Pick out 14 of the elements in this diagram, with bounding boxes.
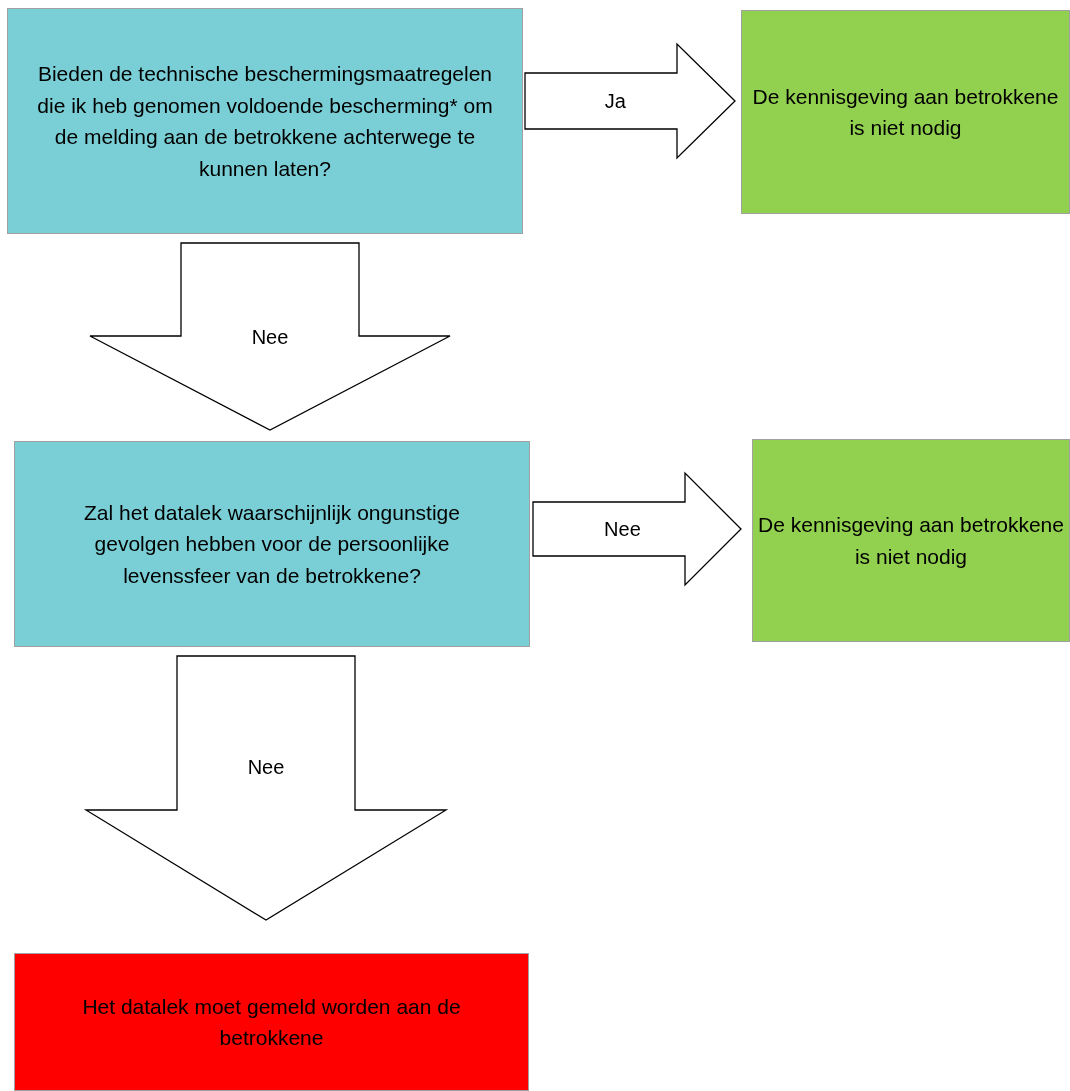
node-text: Bieden de technische beschermingsmaatregelen die ik heb genomen voldoende bescherming* om de melding aan de betrokkene achterwege te kunnen laten? bbox=[36, 61, 494, 182]
block-arrow bbox=[524, 42, 736, 160]
node-text: De kennisgeving aan betrokkene is niet nodig bbox=[751, 83, 1060, 141]
outcome-box bbox=[14, 953, 529, 1091]
question-box bbox=[7, 8, 523, 234]
node-text: Zal het datalek waarschijnlijk ongunstige gevolgen hebben voor de persoonlijke levenssfeer van de betrokkene? bbox=[83, 499, 461, 589]
outcome-box bbox=[752, 439, 1070, 642]
node-text: Het datalek moet gemeld worden aan de betrokkene bbox=[81, 993, 462, 1051]
outcome-box bbox=[741, 10, 1070, 214]
block-arrow bbox=[83, 655, 449, 921]
block-arrow bbox=[532, 471, 742, 587]
node-text: De kennisgeving aan betrokkene is niet nodig bbox=[757, 512, 1065, 570]
block-arrow bbox=[89, 242, 451, 431]
question-box bbox=[14, 441, 530, 647]
